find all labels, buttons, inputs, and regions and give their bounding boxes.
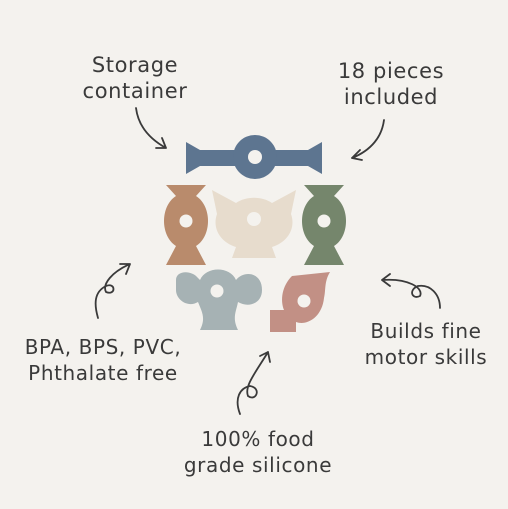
- safety-label: BPA, BPS, PVC, Phthalate free: [24, 335, 182, 385]
- safety-arrow: [94, 263, 131, 319]
- rose-piece: [270, 272, 330, 332]
- light-blue-piece: [176, 269, 262, 330]
- sage-piece: [302, 185, 346, 265]
- pieces-included-label: 18 pieces included: [337, 59, 445, 109]
- silicone-label: 100% food grade silicone: [183, 427, 333, 477]
- storage-container-piece: [186, 135, 322, 179]
- motor-skills-label: Builds fine motor skills: [364, 319, 488, 369]
- storage-arrow: [135, 107, 167, 149]
- silicone-arrow: [236, 351, 271, 415]
- pieces-arrow: [351, 119, 385, 161]
- cream-piece: [212, 190, 296, 258]
- motor-arrow: [381, 273, 441, 309]
- terracotta-piece: [164, 185, 208, 265]
- storage-container-label: Storage container: [82, 53, 188, 103]
